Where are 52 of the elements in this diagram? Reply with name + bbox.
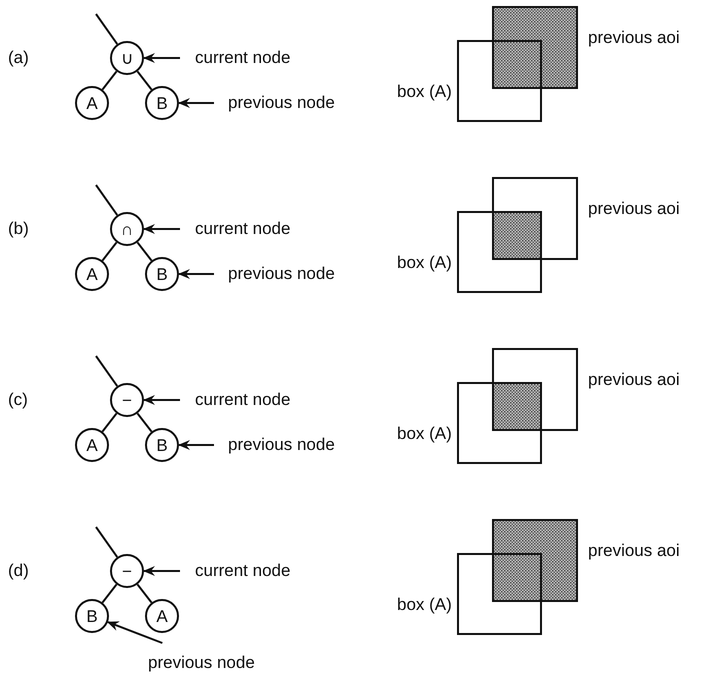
pointer-label: previous node [214,93,335,113]
tree-branch-line [136,242,152,262]
tree-branch-line [95,526,118,558]
operand-node-circle: A [75,257,109,291]
panel-label: (a) [8,48,29,68]
tree-branch-line [136,584,152,604]
operator-node-circle: − [110,554,144,588]
panel-label: (c) [8,390,28,410]
tree-branch-line [102,70,118,90]
rectangle-label: box (A) [397,595,452,615]
pointer-label: current node [180,561,290,581]
tree-branch-line [102,242,118,262]
arrow [143,224,180,234]
operand-node-circle: A [75,86,109,120]
arrow [143,566,180,576]
tree-branch-line [102,412,118,432]
arrow [178,269,214,279]
tree-branch-line [102,584,118,604]
arrow [178,98,214,108]
pointer-label: previous node [214,264,335,284]
pointer-label: current node [180,390,290,410]
pointer-label: current node [180,48,290,68]
operand-node-circle: B [145,257,179,291]
tree-branch-line [95,13,118,45]
rectangle-label: box (A) [397,424,452,444]
operand-node-circle: A [145,599,179,633]
operand-node-circle: A [75,428,109,462]
operand-node-circle: B [75,599,109,633]
operator-node-circle: − [110,383,144,417]
arrow [178,440,214,450]
operator-node-circle: ∪ [110,41,144,75]
rectangle-label: previous aoi [588,199,680,219]
arrow [143,53,180,63]
operator-node-circle: ∩ [110,212,144,246]
rectangle-label: previous aoi [588,28,680,48]
operand-node-circle: B [145,428,179,462]
pointer-label: current node [180,219,290,239]
arrow [106,621,163,644]
rectangle-label: previous aoi [588,370,680,390]
tree-branch-line [136,412,152,432]
tree-branch-line [95,355,118,387]
panel-label: (b) [8,219,29,239]
operand-node-circle: B [145,86,179,120]
rectangle-label: box (A) [397,82,452,102]
rectangle-label: previous aoi [588,541,680,561]
arrow [143,395,180,405]
tree-branch-line [95,184,118,216]
pointer-label: previous node [214,435,335,455]
panel-label: (d) [8,561,29,581]
tree-branch-line [136,70,152,90]
pointer-label: previous node [148,643,255,673]
rectangle-label: box (A) [397,253,452,273]
